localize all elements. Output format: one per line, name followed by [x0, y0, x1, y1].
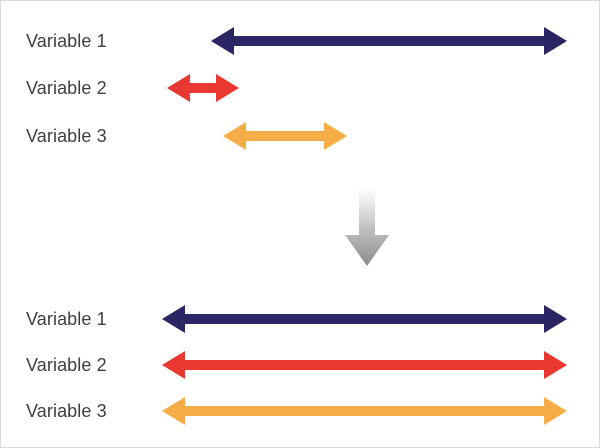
bottom-variable-2-label: Variable 2	[26, 355, 107, 375]
down-arrow-icon	[345, 187, 389, 266]
bottom-variable-1-arrow	[162, 305, 567, 333]
bottom-variable-1-label: Variable 1	[26, 309, 107, 329]
bottom-variable-3-arrow	[162, 397, 567, 425]
top-variable-1-label: Variable 1	[26, 31, 107, 51]
bottom-variable-3-label: Variable 3	[26, 401, 107, 421]
top-variable-3-label: Variable 3	[26, 126, 107, 146]
top-variable-3-arrow	[223, 122, 347, 150]
top-variable-2-arrow	[167, 74, 239, 102]
top-variable-1-arrow	[211, 27, 567, 55]
top-variable-2-label: Variable 2	[26, 78, 107, 98]
bottom-variable-2-arrow	[162, 351, 567, 379]
